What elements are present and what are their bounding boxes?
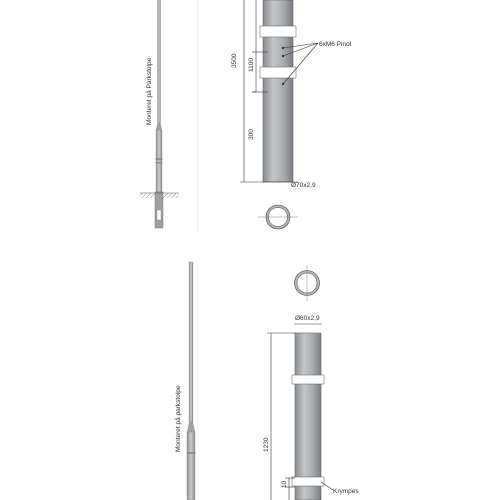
- bottom-pole-detail: [291, 332, 325, 500]
- bottom-dimension-lines: [267, 332, 334, 500]
- top-pole-elevation: [140, 0, 179, 229]
- dim-total-top: 3500: [231, 53, 238, 68]
- top-pole-detail: [259, 0, 319, 183]
- shrink-label: Krympes: [333, 488, 359, 495]
- bottom-pole-elevation: [186, 261, 196, 500]
- diameter-label-top: Ø70x2,9: [291, 182, 316, 189]
- top-dimension-lines: [240, 0, 298, 183]
- pin-label: 6xM6 Pinol: [319, 41, 352, 48]
- dim-upper-top: 1100: [248, 58, 255, 72]
- bottom-mount-label: Monteret på parkstolpe: [174, 385, 182, 452]
- dim-lower-top: 300: [248, 129, 255, 140]
- dim-total-bottom: 1230: [263, 437, 270, 452]
- bottom-section-ring: [294, 265, 320, 301]
- top-mount-label: Monteret på Parkstolpe: [145, 57, 153, 125]
- diameter-label-bottom: Ø60x2,9: [295, 315, 320, 322]
- dim-small-bottom: 10: [281, 480, 288, 488]
- top-section-ring: [258, 204, 298, 230]
